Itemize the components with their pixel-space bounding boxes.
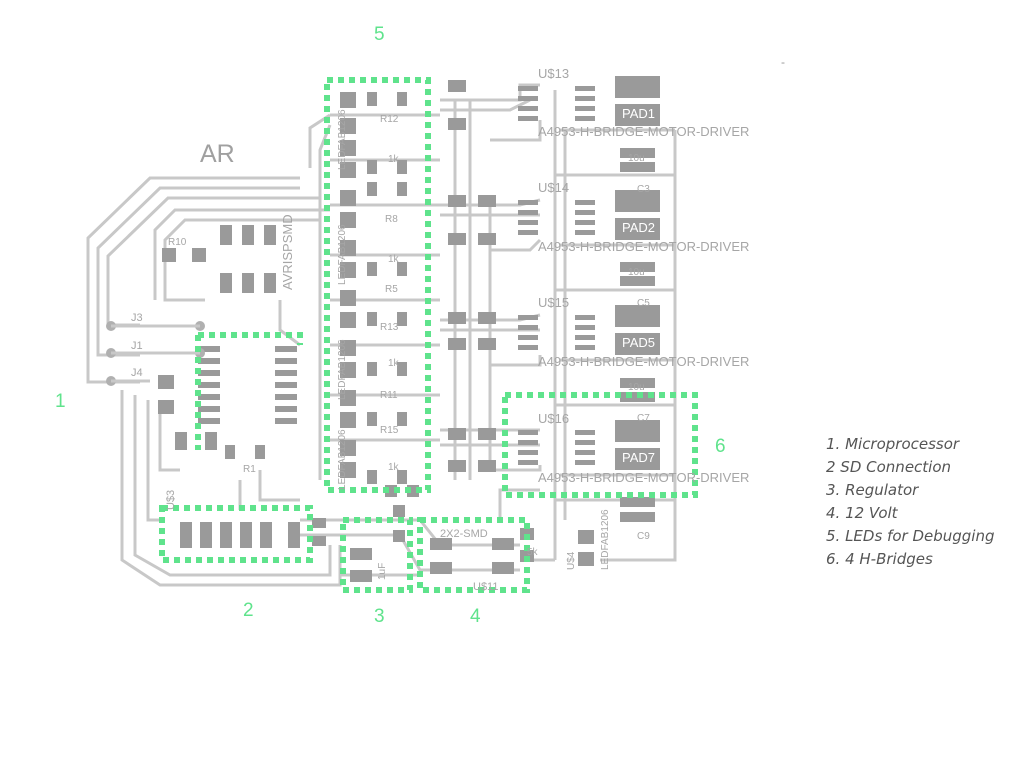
led-label-4: LEDFAB1206 [337, 429, 348, 490]
outline-12v [417, 517, 530, 593]
resistor-column [367, 92, 407, 484]
res-label-r15: R15 [380, 425, 399, 436]
led-label-1: LEDFAB1206 [337, 109, 348, 170]
res-label-r12: R12 [380, 114, 399, 125]
res-label-r10: R10 [168, 237, 187, 248]
power-connector-pads [430, 528, 594, 574]
dash-mark: - [781, 55, 785, 69]
connector-label-j4: J4 [131, 367, 143, 379]
pad-label-1: PAD1 [622, 106, 655, 121]
driver-name-2: U$14 [538, 180, 569, 195]
header-traces [111, 324, 200, 383]
driver-part-1: A4953-H-BRIDGE-MOTOR-DRIVER [538, 124, 749, 139]
cap-10u-label-2: 10u [628, 267, 645, 278]
connector-label-j1: J1 [131, 340, 143, 352]
led-column [340, 92, 356, 478]
legend-item-leds: 5. LEDs for Debugging [826, 527, 995, 545]
cap-label-4: C9 [637, 531, 650, 542]
cap-10u-label-3: 10u [628, 382, 645, 393]
driver-name-4: U$16 [538, 411, 569, 426]
cap-10u-label-1: 10u [628, 153, 645, 164]
outline-sd [159, 505, 313, 563]
led-label-2: LEDFAB1206 [337, 224, 348, 285]
driver-name-3: U$15 [538, 295, 569, 310]
led-label-3: LEDFAB1206 [337, 339, 348, 400]
outline-leds [324, 77, 431, 493]
outline-microprocessor [195, 332, 303, 450]
legend-item-sd: 2 SD Connection [826, 458, 952, 476]
component-pads [158, 76, 660, 582]
power-conn-label: 2X2-SMD [440, 528, 488, 540]
sd-connector-pads [180, 518, 326, 548]
driver-part-3: A4953-H-BRIDGE-MOTOR-DRIVER [538, 354, 749, 369]
res-1k-label-4: 1k [388, 462, 400, 473]
outline-regulator [340, 517, 413, 593]
microprocessor-pads [158, 225, 297, 459]
board-label: AR [200, 140, 235, 168]
cap-label-3: C7 [637, 413, 650, 424]
motor-pads [615, 76, 660, 470]
region-marker-1: 1 [55, 391, 66, 412]
region-marker-2: 2 [243, 600, 254, 621]
res-1k-label-3: 1k [388, 358, 400, 369]
cap-label-1: C3 [637, 184, 650, 195]
pad-label-4: PAD7 [622, 450, 655, 465]
res-label-r1: R1 [243, 464, 256, 475]
legend: 1. Microprocessor 2 SD Connection 3. Reg… [826, 433, 995, 571]
regulator-pads [350, 485, 419, 582]
avrisp-label: AVRISPSMD [280, 214, 295, 290]
res-5k-label: 5k [527, 547, 539, 558]
legend-item-microprocessor: 1. Microprocessor [826, 435, 960, 453]
res-1k-label-1: 1k [388, 154, 400, 165]
region-outlines [159, 77, 698, 593]
cap-label-2: C5 [637, 298, 650, 309]
u4-label: U$4 [566, 551, 577, 570]
driver-name-1: U$13 [538, 66, 569, 81]
legend-item-regulator: 3. Regulator [826, 481, 919, 499]
region-marker-6: 6 [715, 436, 726, 457]
region-marker-4: 4 [470, 606, 481, 627]
center-resistors [448, 80, 496, 472]
res-label-r5: R5 [385, 284, 398, 295]
legend-item-12v: 4. 12 Volt [826, 504, 898, 522]
driver-part-2: A4953-H-BRIDGE-MOTOR-DRIVER [538, 239, 749, 254]
res-label-r11: R11 [380, 390, 398, 401]
driver-ics [518, 86, 595, 465]
connector-label-j3: J3 [131, 312, 143, 324]
res-1k-label-2: 1k [388, 254, 400, 265]
regulator-cap-label: 1uF [377, 563, 388, 580]
region-marker-3: 3 [374, 606, 385, 627]
ledfab-label: LEDFAB1206 [600, 509, 611, 570]
legend-item-hbridges: 6. 4 H-Bridges [826, 550, 933, 568]
outline-hbridges [502, 392, 698, 498]
power-label: U$11 [473, 581, 498, 593]
res-label-r13: R13 [380, 322, 399, 333]
silkscreen-labels: AR U$13 A4953-H-BRIDGE-MOTOR-DRIVER U$14… [131, 66, 749, 593]
region-marker-5: 5 [374, 24, 385, 45]
driver-part-4: A4953-H-BRIDGE-MOTOR-DRIVER [538, 470, 749, 485]
pad-label-3: PAD5 [622, 335, 655, 350]
res-label-r8: R8 [385, 214, 398, 225]
sd-label: U$3 [165, 490, 177, 510]
pad-label-2: PAD2 [622, 220, 655, 235]
